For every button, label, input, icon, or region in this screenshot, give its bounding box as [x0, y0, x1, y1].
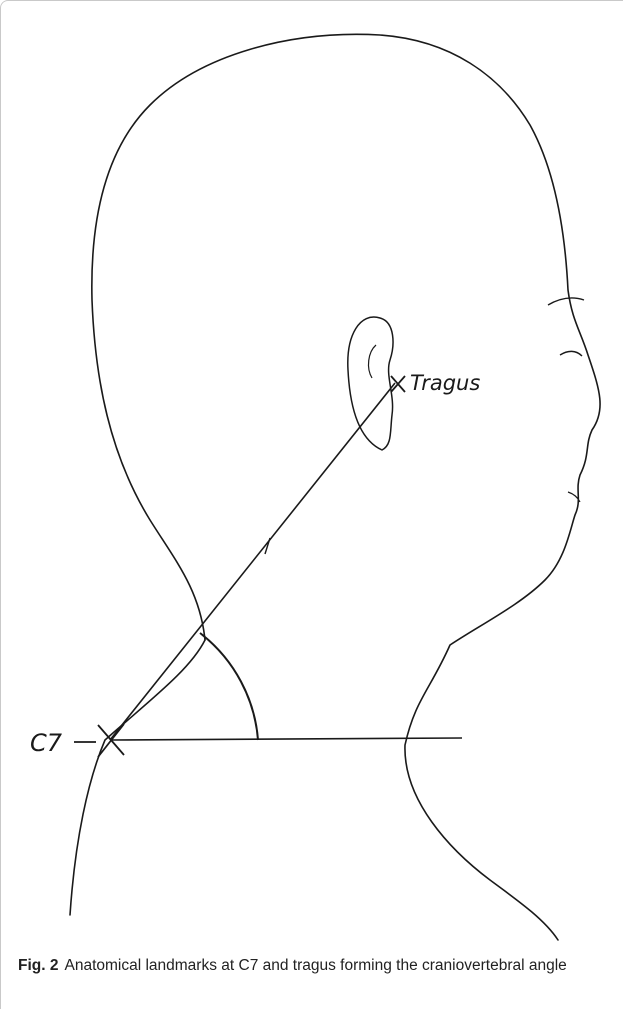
- head-sketch-diagram: Tragus C7: [0, 0, 624, 945]
- eyebrow-mark: [548, 298, 584, 305]
- eye-mark: [560, 351, 582, 356]
- neck-back-outline: [70, 640, 205, 915]
- head-outline: [92, 34, 600, 940]
- figure-caption: Fig. 2 Anatomical landmarks at C7 and tra…: [18, 955, 608, 977]
- horizontal-reference-line: [110, 738, 462, 740]
- c7-label: C7: [30, 729, 63, 757]
- c7-tragus-line: [110, 383, 395, 740]
- ear-outline: [348, 317, 393, 450]
- tragus-marker-cross: [391, 376, 405, 392]
- craniovertebral-angle-arc: [200, 633, 258, 740]
- figure-caption-label: Fig. 2: [18, 957, 58, 974]
- ear-inner-fold: [369, 345, 376, 378]
- figure-caption-text: Anatomical landmarks at C7 and tragus fo…: [64, 957, 566, 974]
- tragus-label: Tragus: [410, 371, 480, 395]
